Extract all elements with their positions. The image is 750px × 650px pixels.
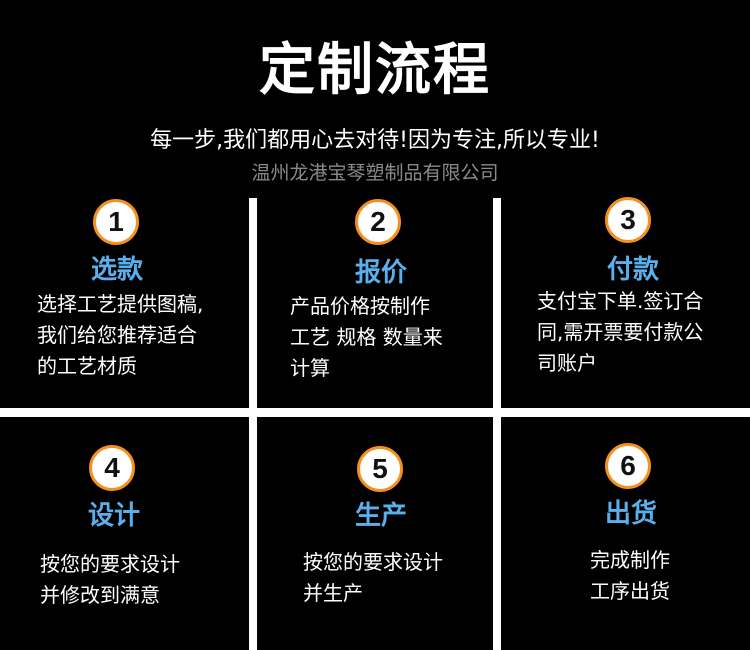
- step-title: 生产: [354, 501, 407, 531]
- step-title: 付款: [606, 255, 659, 285]
- slogan: 每一步,我们都用心去对待!因为专注,所以专业!: [150, 128, 600, 153]
- divider-vertical-right: [493, 198, 501, 650]
- step-title: 出货: [604, 499, 657, 529]
- step-description: 按您的要求设计 并修改到满意: [40, 552, 180, 607]
- step-number-badge: 6: [605, 443, 651, 489]
- step-number-badge: 1: [93, 199, 139, 245]
- step-description: 按您的要求设计 并生产: [303, 550, 443, 605]
- step-description: 完成制作 工序出货: [590, 548, 670, 603]
- divider-vertical-left: [249, 198, 257, 650]
- page-title: 定制流程: [259, 38, 491, 103]
- step-title: 报价: [354, 258, 407, 288]
- step-description: 支付宝下单.签订合 同,需开票要付款公 司账户: [537, 289, 704, 375]
- step-number-badge: 2: [355, 199, 401, 245]
- step-description: 选择工艺提供图稿, 我们给您推荐适合 的工艺材质: [37, 292, 204, 378]
- divider-horizontal: [0, 408, 750, 417]
- step-number-badge: 5: [357, 446, 403, 492]
- step-number-badge: 3: [605, 197, 651, 243]
- step-number-badge: 4: [89, 445, 135, 491]
- step-title: 设计: [87, 501, 140, 531]
- step-title: 选款: [90, 255, 143, 285]
- company-name: 温州龙港宝琴塑制品有限公司: [251, 162, 499, 184]
- step-description: 产品价格按制作 工艺 规格 数量来 计算: [290, 294, 443, 380]
